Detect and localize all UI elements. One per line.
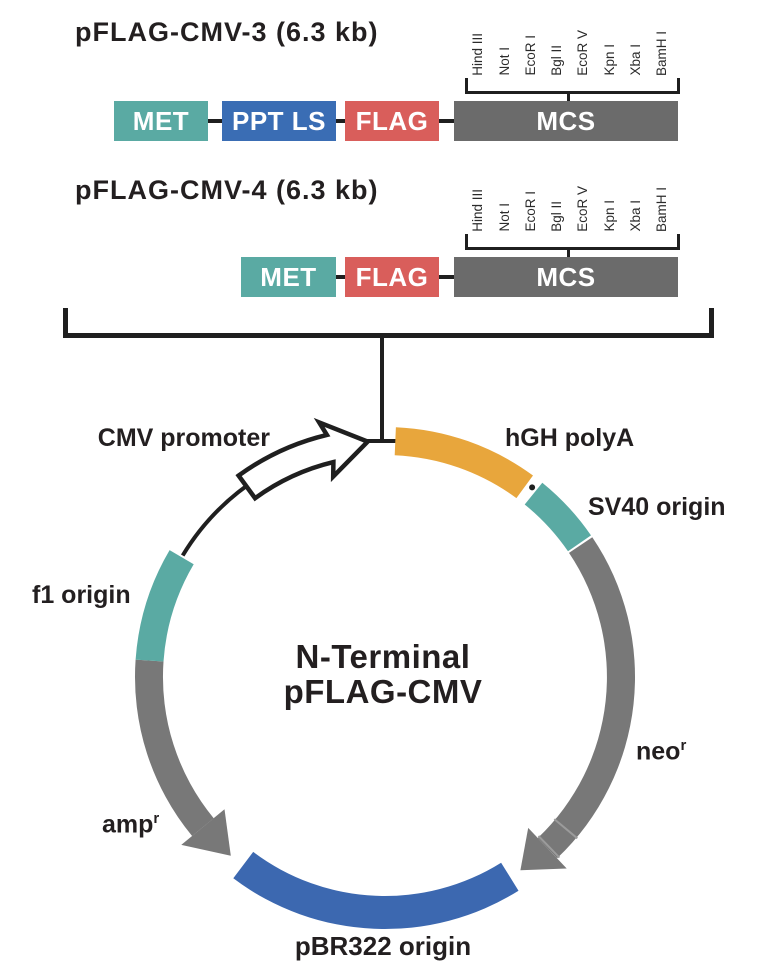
map1-met-box: MET <box>114 101 208 141</box>
sv40-origin-label: SV40 origin <box>588 493 726 521</box>
plasmid-name-line2: pFLAG-CMV <box>283 673 483 710</box>
map1-mcs-bracket <box>465 78 680 94</box>
map2-flag-box: FLAG <box>345 257 439 297</box>
map1-title: pFLAG-CMV-3 (6.3 kb) <box>75 17 379 47</box>
map1-connector-3 <box>439 119 454 123</box>
plasmid-name: N-Terminal pFLAG-CMV <box>233 639 533 709</box>
map1-mcs-bracket-tick <box>567 91 570 101</box>
neo-label-sup: r <box>680 737 687 754</box>
map2-connector-2 <box>439 275 454 279</box>
neo-r-notch-1 <box>553 818 578 840</box>
map1-mcs-box: MCS <box>454 101 678 141</box>
amp-label-sup: r <box>153 810 160 827</box>
f1-origin-segment <box>135 550 194 662</box>
map2-met-box: MET <box>241 257 336 297</box>
map1-connector-1 <box>208 119 222 123</box>
neo-resistance-label: neor <box>636 737 686 766</box>
neo-r-notch-2 <box>537 835 561 859</box>
f1-origin-label: f1 origin <box>32 581 131 609</box>
neo-label-base: neo <box>636 737 681 766</box>
neo-r-segment <box>537 537 636 859</box>
bracket-stem-line <box>380 333 384 441</box>
map2-mcs-box: MCS <box>454 257 678 297</box>
cmv-promoter-label: CMV promoter <box>97 424 270 452</box>
map2-mcs-bracket-tick <box>567 247 570 257</box>
map2-mcs-bracket <box>465 234 680 250</box>
map2-title: pFLAG-CMV-4 (6.3 kb) <box>75 175 379 205</box>
map1-pptls-box: PPT LS <box>222 101 336 141</box>
cmv-promoter-arrow <box>235 417 372 502</box>
hgh-polya-segment <box>394 427 533 499</box>
combining-bracket <box>63 308 714 338</box>
amp-r-segment <box>134 659 214 836</box>
amp-resistance-label: ampr <box>102 810 159 839</box>
plasmid-name-line1: N-Terminal <box>295 638 471 675</box>
hgh-polya-label: hGH polyA <box>505 424 635 452</box>
map2-connector-1 <box>336 275 345 279</box>
sv40-origin-segment <box>524 482 591 552</box>
pbr322-origin-label: pBR322 origin <box>294 931 472 961</box>
pbr322-origin-segment <box>233 851 519 930</box>
circle-junction-line <box>360 439 397 443</box>
amp-r-arrowhead <box>181 809 231 856</box>
amp-label-base: amp <box>102 810 154 839</box>
map1-connector-2 <box>336 119 345 123</box>
segment-gap-dot <box>529 484 536 491</box>
neo-r-arrowhead <box>520 827 567 871</box>
map1-flag-box: FLAG <box>345 101 439 141</box>
